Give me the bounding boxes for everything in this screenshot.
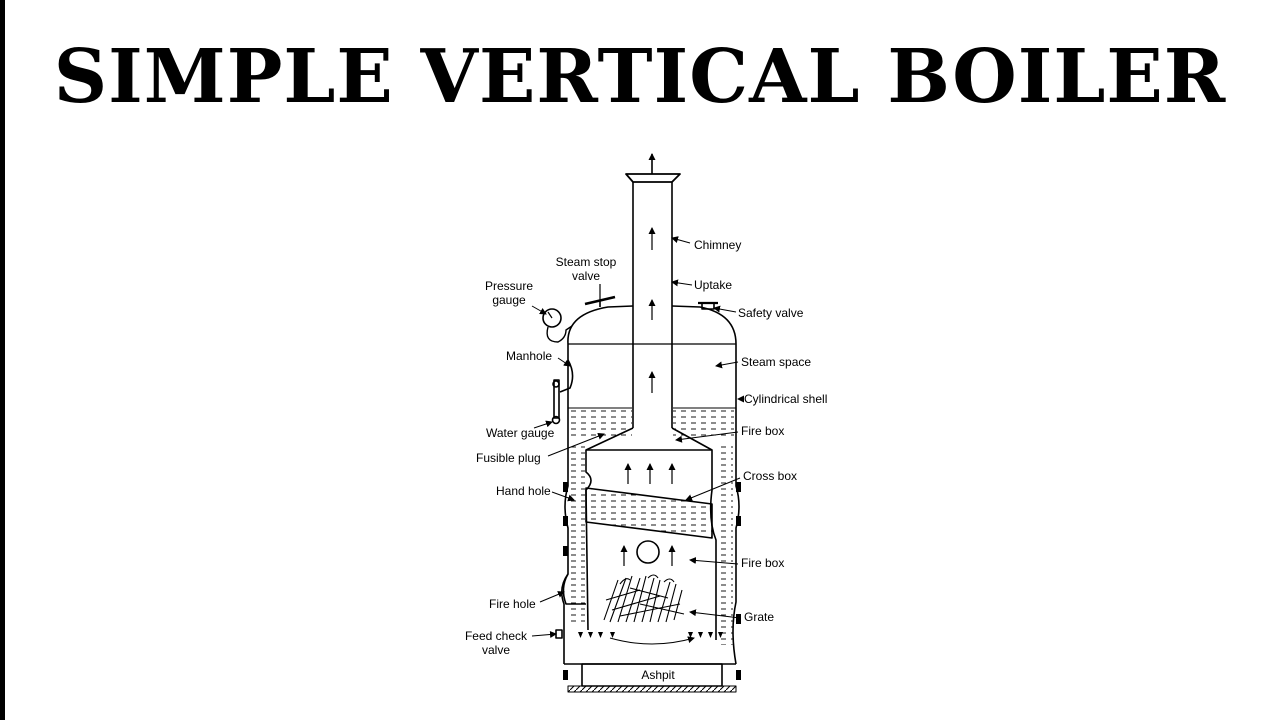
label-cylindrical-shell: Cylindrical shell: [744, 392, 827, 406]
label-pressure-line2: gauge: [492, 293, 526, 307]
left-edge-bar: [0, 0, 5, 720]
label-pressure-line1: Pressure: [485, 279, 533, 293]
label-fire-hole: Fire hole: [489, 597, 536, 611]
water-space-left: [571, 445, 585, 625]
firebox-wall-left: [585, 427, 634, 631]
label-water-gauge: Water gauge: [486, 426, 555, 440]
label-steam-stop-line1: Steam stop: [556, 255, 617, 269]
label-cross-box: Cross box: [743, 469, 797, 483]
label-grate: Grate: [744, 610, 774, 624]
label-steam-stop-line2: valve: [572, 269, 600, 283]
fire-hole: [562, 573, 586, 605]
chimney: [625, 173, 681, 428]
label-chimney: Chimney: [694, 238, 741, 252]
label-fusible-plug: Fusible plug: [476, 451, 541, 465]
manhole: [559, 359, 574, 393]
grate-bars: [578, 632, 723, 638]
water-space-right: [719, 445, 733, 645]
fuel-bed: [603, 574, 685, 623]
foundation: [567, 685, 737, 693]
feed-check-valve: [555, 629, 563, 639]
cylindrical-shell-right: [732, 344, 740, 665]
label-hand-hole: Hand hole: [496, 484, 551, 498]
page-title: SIMPLE VERTICAL BOILER: [53, 34, 1227, 120]
label-feed-check-line2: valve: [482, 643, 510, 657]
hand-hole-bolts: [563, 482, 741, 680]
boiler-dome: [567, 305, 737, 345]
firebox-upper-arrows: [620, 463, 676, 566]
label-fire-box-top: Fire box: [741, 424, 784, 438]
label-steam-space: Steam space: [741, 355, 811, 369]
water-gauge: [551, 379, 561, 425]
label-fire-box-bottom: Fire box: [741, 556, 784, 570]
label-manhole: Manhole: [506, 349, 552, 363]
label-ashpit: Ashpit: [641, 668, 675, 682]
pressure-gauge: [542, 308, 573, 343]
label-uptake: Uptake: [694, 278, 732, 292]
leader-lines: [531, 236, 744, 638]
fire-hole-opening: [636, 540, 660, 564]
cross-box: [585, 487, 713, 539]
label-feed-check-line1: Feed check: [465, 629, 528, 643]
cylindrical-shell-left: [560, 344, 569, 664]
label-safety-valve: Safety valve: [738, 306, 804, 320]
